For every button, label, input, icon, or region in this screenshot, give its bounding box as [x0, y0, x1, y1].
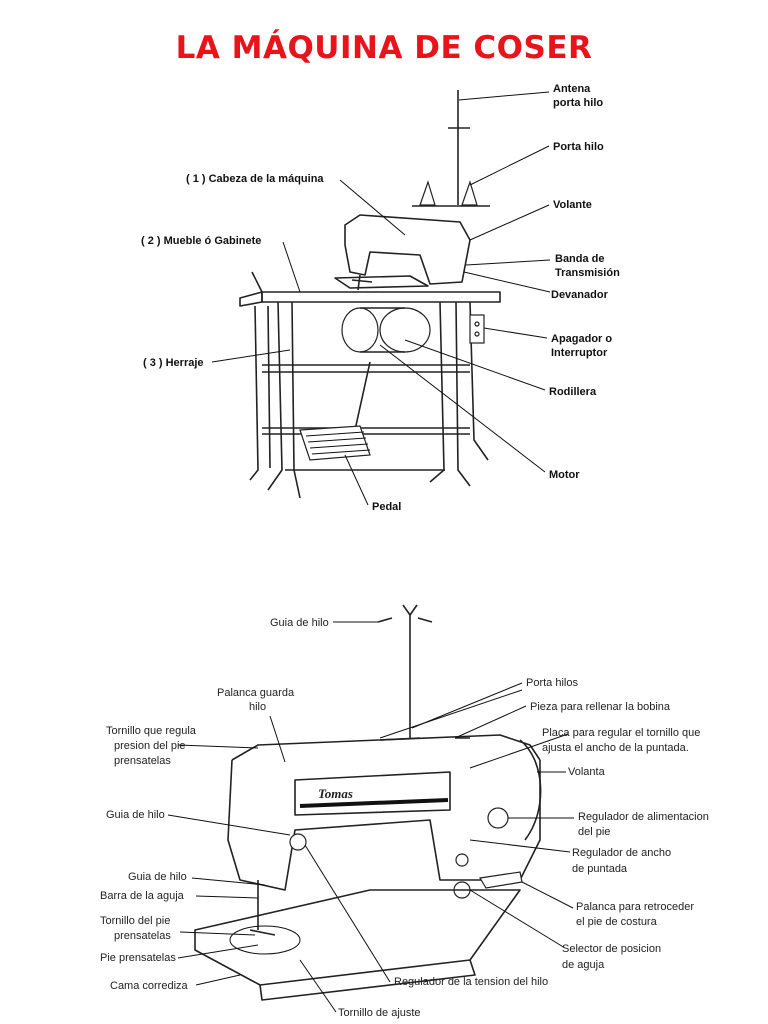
diagram2-leader-lines — [167, 621, 574, 1013]
domestic-machine-drawing: Tomas — [194, 604, 542, 1001]
label-banda-1: Banda de — [555, 253, 605, 265]
label-apagador-2: Interruptor — [551, 347, 608, 359]
label-placa-2: ajusta el ancho de la puntada. — [542, 742, 689, 754]
label-mueble: ( 2 ) Mueble ó Gabinete — [141, 235, 261, 247]
label-reg-ancho-2: de puntada — [572, 863, 628, 875]
diagram1-labels: Antena porta hilo Porta hilo ( 1 ) Cabez… — [141, 83, 620, 513]
label-apagador-1: Apagador o — [551, 333, 612, 345]
label-palanca-guarda-1: Palanca guarda — [217, 687, 295, 699]
label-antena-1: Antena — [553, 83, 591, 95]
label-cama-corrediza: Cama corrediza — [110, 980, 189, 992]
label-palanca-guarda-2: hilo — [249, 701, 266, 713]
label-guia-hilo-top: Guia de hilo — [270, 617, 329, 629]
label-cabeza: ( 1 ) Cabeza de la máquina — [186, 173, 324, 185]
diagram1-leader-lines — [211, 91, 551, 506]
label-tornillo-presion-3: prensatelas — [114, 755, 171, 767]
label-barra-aguja: Barra de la aguja — [100, 890, 185, 902]
label-reg-alimentacion-2: del pie — [578, 826, 610, 838]
label-selector-2: de aguja — [562, 959, 605, 971]
diagram2-labels: Guia de hilo Porta hilos Palanca guarda … — [100, 617, 709, 1019]
label-porta-hilos: Porta hilos — [526, 677, 578, 689]
label-reg-alimentacion-1: Regulador de alimentacion — [578, 811, 709, 823]
label-guia-hilo-low: Guia de hilo — [128, 871, 187, 883]
label-reg-tension: Regulador de la tension del hilo — [394, 976, 548, 988]
label-tornillo-presion-1: Tornillo que regula — [106, 725, 197, 737]
label-volanta: Volanta — [568, 766, 606, 778]
label-retroceder-2: el pie de costura — [576, 916, 658, 928]
label-retroceder-1: Palanca para retroceder — [576, 901, 694, 913]
label-pedal: Pedal — [372, 501, 401, 513]
label-pie-prensatelas: Pie prensatelas — [100, 952, 176, 964]
brand-logo: Tomas — [318, 786, 353, 801]
label-devanador: Devanador — [551, 289, 609, 301]
label-tornillo-ajuste: Tornillo de ajuste — [338, 1007, 421, 1019]
label-reg-ancho-1: Regulador de ancho — [572, 847, 671, 859]
label-herraje: ( 3 ) Herraje — [143, 357, 204, 369]
label-tornillo-pie-2: prensatelas — [114, 930, 171, 942]
label-banda-2: Transmisión — [555, 267, 620, 279]
label-porta-hilo: Porta hilo — [553, 141, 604, 153]
label-motor: Motor — [549, 469, 580, 481]
label-selector-1: Selector de posicion — [562, 943, 661, 955]
label-guia-hilo-mid: Guia de hilo — [106, 809, 165, 821]
label-placa-1: Placa para regular el tornillo que — [542, 727, 700, 739]
label-rodillera: Rodillera — [549, 386, 597, 398]
label-antena-2: porta hilo — [553, 97, 603, 109]
label-tornillo-pie-1: Tornillo del pie — [100, 915, 170, 927]
label-pieza-bobina: Pieza para rellenar la bobina — [530, 701, 671, 713]
label-tornillo-presion-2: presion del pie — [114, 740, 186, 752]
label-volante: Volante — [553, 199, 592, 211]
industrial-machine-drawing — [239, 90, 501, 499]
page-title: LA MÁQUINA DE COSER — [175, 30, 593, 66]
